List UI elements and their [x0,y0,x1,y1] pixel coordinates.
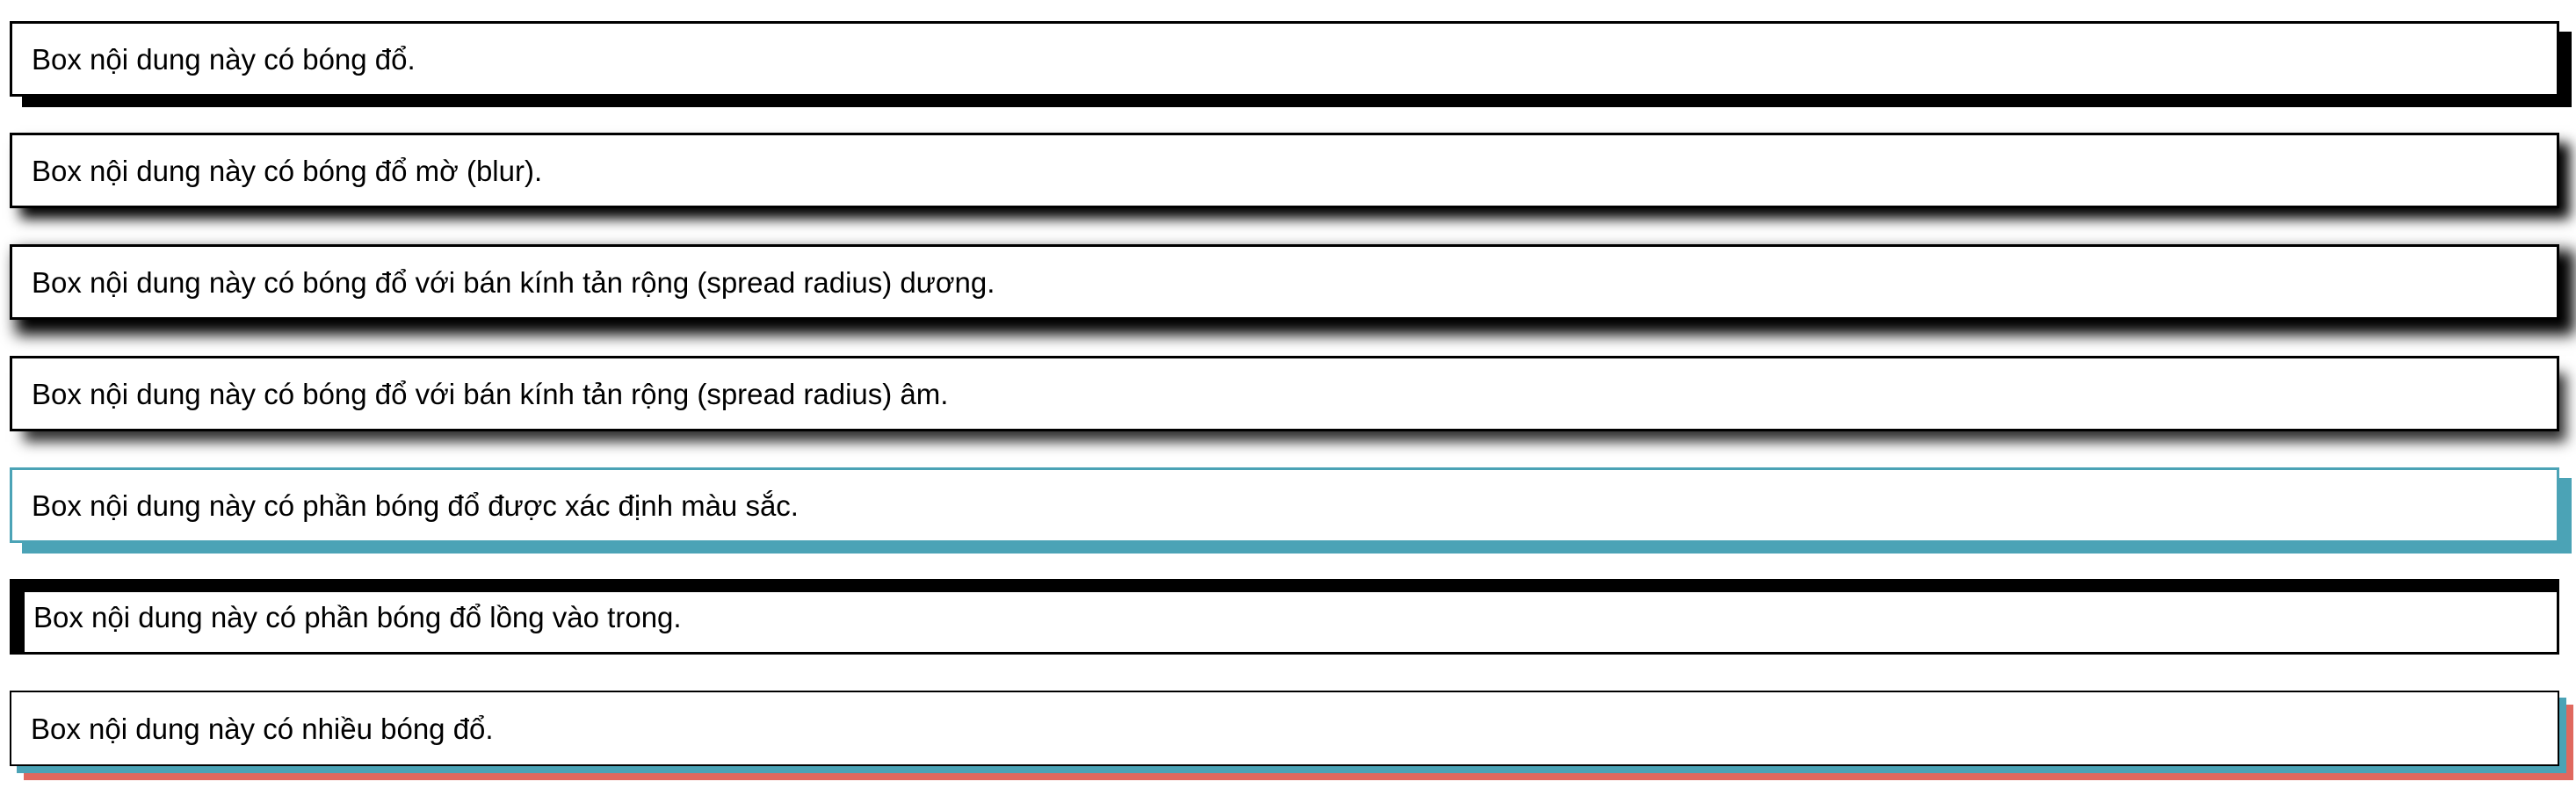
content-box-colored-shadow: Box nội dung này có phần bóng đổ được xá… [10,467,2559,543]
content-box-text: Box nội dung này có bóng đổ với bán kính… [32,265,995,299]
content-box-offset-shadow: Box nội dung này có bóng đổ. [10,21,2559,97]
content-box-text: Box nội dung này có phần bóng đổ lồng và… [33,600,682,633]
content-box-text: Box nội dung này có bóng đổ. [32,42,416,76]
content-box-multiple-shadows: Box nội dung này có nhiều bóng đổ. [10,691,2559,766]
content-box-text: Box nội dung này có bóng đổ mờ (blur). [32,154,543,187]
content-box-positive-spread-shadow: Box nội dung này có bóng đổ với bán kính… [10,244,2559,320]
content-box-negative-spread-shadow: Box nội dung này có bóng đổ với bán kính… [10,356,2559,431]
content-box-inset-shadow: Box nội dung này có phần bóng đổ lồng và… [10,579,2559,655]
content-box-text: Box nội dung này có phần bóng đổ được xá… [32,488,799,522]
content-box-text: Box nội dung này có bóng đổ với bán kính… [32,377,949,410]
content-box-blur-shadow: Box nội dung này có bóng đổ mờ (blur). [10,133,2559,208]
content-box-text: Box nội dung này có nhiều bóng đổ. [31,712,494,745]
